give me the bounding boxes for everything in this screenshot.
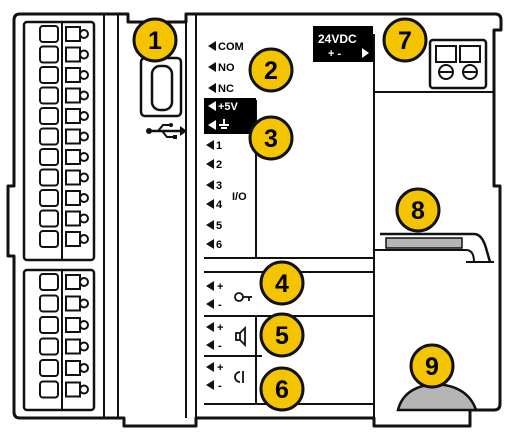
callout-number: 9 (425, 353, 439, 381)
terminal-screw (39, 25, 89, 43)
power-label-title: 24VDC (318, 32, 357, 46)
terminal-screw (39, 380, 89, 399)
speaker-icon (235, 325, 246, 348)
pin-label-lamp-minus: - (218, 380, 222, 392)
pin-label-lamp-plus: + (217, 362, 223, 374)
callout-number: 1 (148, 27, 162, 55)
upper-terminal-screws (39, 25, 89, 248)
pin-label-nc: NC (218, 83, 234, 95)
lamp-icon (234, 371, 244, 383)
callout-5: 5 (259, 312, 305, 358)
terminal-screw (39, 316, 89, 334)
terminal-screw (39, 230, 89, 248)
body-divider-lines (103, 14, 197, 418)
callout-number: 7 (398, 27, 412, 55)
terminal-screw (39, 45, 89, 64)
terminal-screw (39, 294, 89, 313)
power-label-polarity: + - (328, 48, 341, 60)
card-slot (374, 232, 494, 263)
pin-label-io-2: 2 (216, 159, 222, 171)
terminal-screw (39, 86, 89, 105)
callout-number: 5 (275, 322, 289, 350)
pin-label-speaker-plus: + (217, 322, 223, 334)
ground-icon (219, 119, 229, 129)
pin-label-key-minus: - (218, 299, 222, 311)
callout-8: 8 (395, 187, 441, 233)
callout-3: 3 (248, 115, 294, 161)
pin-label-io-6: 6 (216, 239, 222, 251)
housing-outline (6, 12, 503, 428)
terminal-screw (39, 107, 89, 125)
io-group-label: I/O (232, 191, 247, 203)
usb-icon (146, 123, 187, 139)
power-label-block: 24VDC + - (313, 26, 373, 62)
callout-2: 2 (248, 47, 294, 93)
terminal-screw (39, 209, 89, 228)
callout-number: 6 (275, 376, 289, 404)
pin-label-5v: +5V (218, 101, 239, 113)
pin-labels: COM NO NC +5V 1 2 3 4 5 6 I/O + - (204, 41, 256, 392)
terminal-screw (39, 66, 89, 84)
callout-number: 8 (411, 197, 425, 225)
callout-6: 6 (259, 366, 305, 412)
callout-7: 7 (382, 17, 428, 63)
callout-9: 9 (409, 343, 455, 389)
terminal-screw (39, 189, 89, 207)
terminal-screw (39, 127, 89, 146)
terminal-screw (39, 148, 89, 166)
pin-label-io-3: 3 (216, 180, 222, 192)
pin-label-speaker-minus: - (218, 340, 222, 352)
power-connector (428, 38, 488, 90)
callout-number: 4 (275, 270, 289, 298)
lower-terminal-screws (39, 273, 89, 399)
key-input-icon (234, 292, 252, 302)
callout-number: 2 (264, 57, 278, 85)
callout-1: 1 (132, 17, 178, 63)
callout-4: 4 (259, 260, 305, 306)
terminal-screw (39, 168, 89, 187)
pin-label-com: COM (218, 41, 244, 53)
callout-number: 3 (264, 125, 278, 153)
pin-label-io-4: 4 (216, 199, 223, 211)
terminal-screw (39, 337, 89, 356)
pin-label-io-5: 5 (216, 220, 222, 232)
callout-markers: 1 2 3 4 5 6 7 8 9 (132, 17, 455, 412)
terminal-screw (39, 359, 89, 377)
pin-label-key-plus: + (217, 281, 223, 293)
pin-label-no: NO (218, 62, 235, 74)
terminal-screw (39, 273, 89, 291)
usb-port (139, 56, 183, 118)
pin-label-io-1: 1 (216, 140, 222, 152)
